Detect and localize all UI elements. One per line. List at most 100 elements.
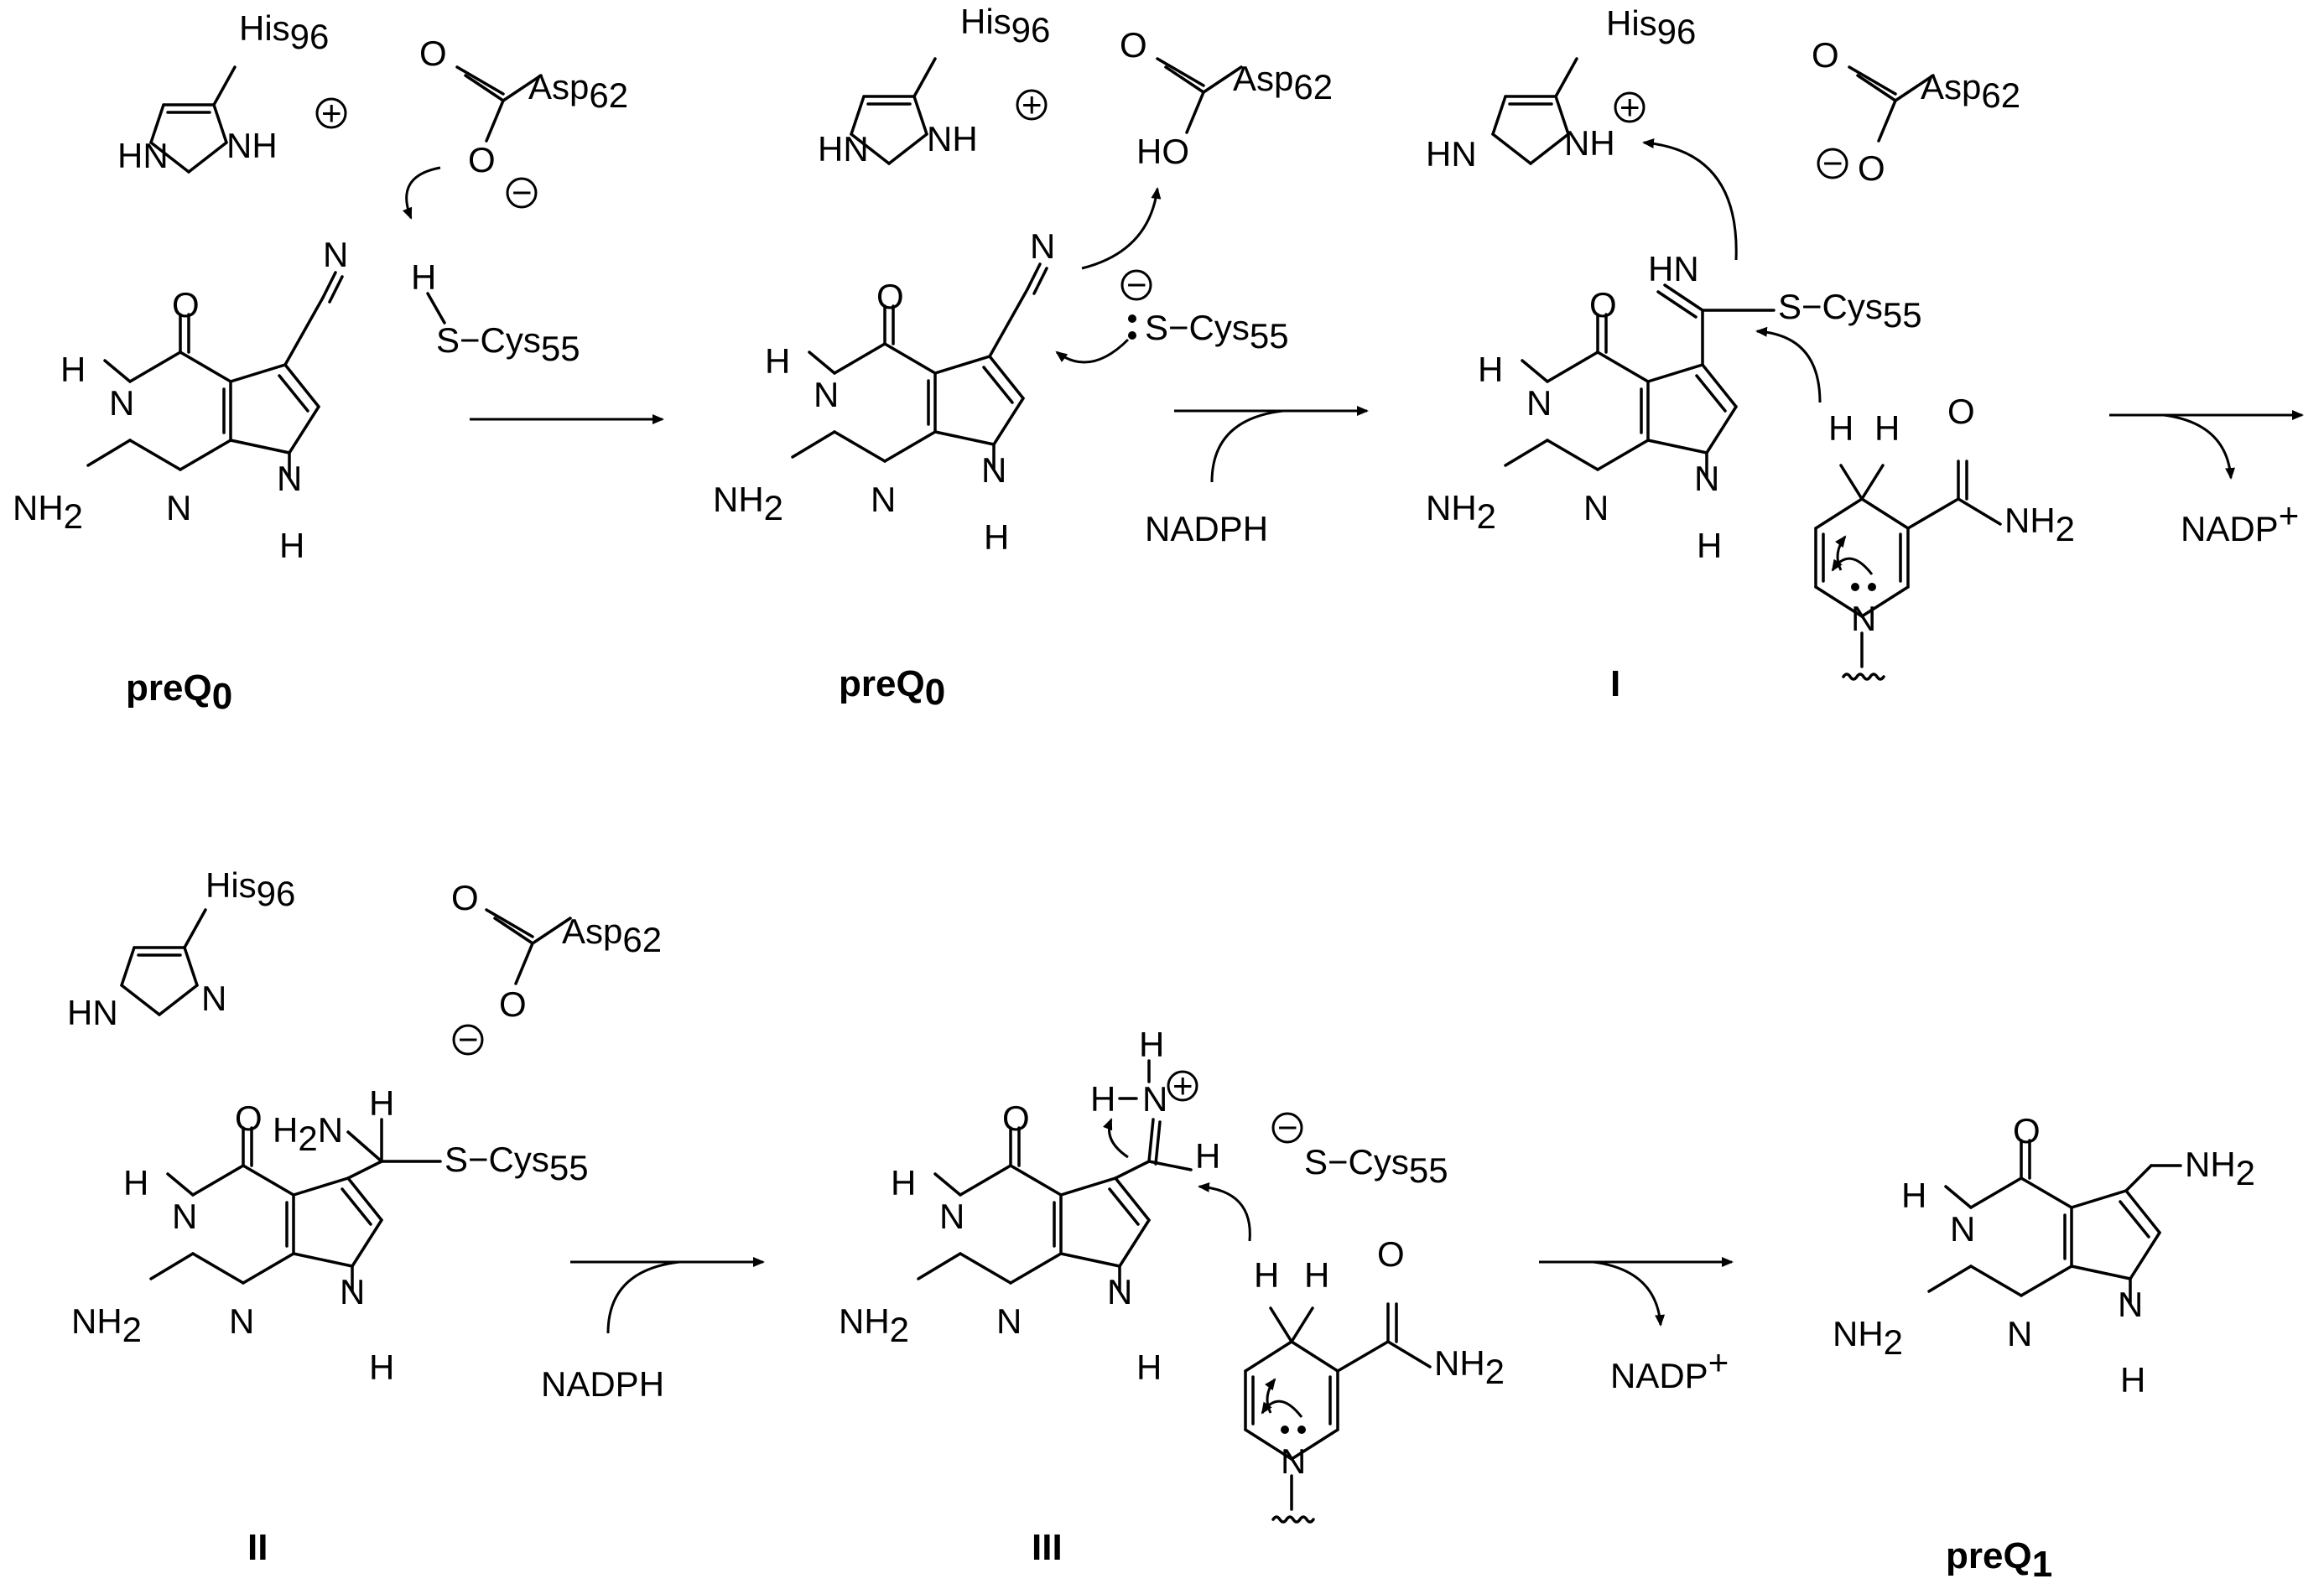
atom-label: H — [1828, 408, 1853, 448]
atom-label: N — [2007, 1314, 2032, 1353]
compound-label-III: III — [1032, 1527, 1063, 1568]
curved-arrow — [1055, 338, 1130, 364]
atom-label: H — [1136, 1348, 1162, 1387]
atom-label: O — [419, 34, 447, 73]
atom-label: S−Cys55 — [445, 1140, 589, 1187]
charge-sign: − — [1126, 265, 1147, 304]
lone-pair-dot — [1868, 583, 1876, 591]
atom-label: O — [1947, 392, 1975, 431]
atom-label: H — [984, 517, 1009, 557]
atom-label: O — [172, 285, 200, 325]
atom-label: H — [1304, 1255, 1329, 1295]
atom-label: H2N — [273, 1110, 343, 1158]
charge-sign: − — [1822, 143, 1843, 183]
compound-label-preq0-b: preQ0 — [839, 663, 945, 713]
atom-label: NH2 — [1434, 1343, 1505, 1391]
charge-sign: + — [321, 93, 342, 132]
atom-label: Asp62 — [1921, 67, 2020, 115]
positive-charge-icon — [1016, 89, 1048, 121]
atom-label: N — [1142, 1079, 1167, 1119]
atom-label: NH2 — [2004, 501, 2075, 548]
atom-label: S−Cys55 — [1778, 287, 1922, 335]
atom-label: N — [1107, 1272, 1132, 1311]
atom-label: N — [871, 480, 896, 519]
curved-arrow — [1198, 1182, 1251, 1242]
curved-arrow — [1831, 557, 1874, 575]
atom-label: His96 — [960, 2, 1050, 49]
atom-label: H — [1090, 1079, 1115, 1119]
atom-label: NH2 — [839, 1301, 909, 1349]
atom-label: N — [1281, 1441, 1306, 1481]
atom-label: N — [166, 488, 191, 527]
atom-label: Asp62 — [562, 911, 662, 959]
curved-arrow — [402, 166, 441, 220]
structure-preq0-second: His96 HN NH + O Asp62 HO O N H N N N H N… — [713, 2, 1333, 557]
curved-arrow — [1835, 535, 1847, 571]
atom-label: N — [229, 1301, 254, 1341]
atom-label: N — [1526, 383, 1552, 423]
atom-label: S−Cys55 — [436, 320, 580, 368]
charge-sign: − — [512, 173, 533, 212]
atom-label: O — [1377, 1234, 1405, 1274]
atom-label: HN — [1426, 134, 1477, 174]
atom-label: O — [1120, 25, 1147, 65]
atom-label: N — [201, 979, 226, 1018]
atom-label: N — [1030, 226, 1055, 266]
curved-arrow — [1081, 187, 1162, 270]
structure-intermediate-II: His96 HN N O Asp62 O − H2N H S−Cys55 O H… — [67, 865, 662, 1387]
negative-charge-icon — [1817, 148, 1848, 179]
atom-label: N — [109, 383, 134, 423]
atom-label: HN — [818, 129, 869, 169]
compound-label-preq0-a: preQ0 — [126, 667, 232, 717]
atom-label: His96 — [1606, 3, 1696, 51]
atom-label: O — [235, 1098, 263, 1138]
lone-pair-dot — [1297, 1426, 1306, 1434]
reaction-arrow-3: NADP+ — [2109, 410, 2304, 548]
negative-charge-icon — [452, 1024, 484, 1056]
positive-charge-icon — [1614, 91, 1646, 123]
atom-label: HN — [117, 136, 169, 175]
nadph-dihydropyridine-b: H H O NH2 N — [1244, 1234, 1505, 1524]
atom-label: Asp62 — [1233, 59, 1333, 106]
atom-label: H — [2120, 1360, 2145, 1400]
atom-label: Asp62 — [528, 67, 628, 115]
charge-sign: + — [1022, 85, 1042, 124]
atom-label: NH2 — [713, 480, 783, 527]
atom-label: N — [1694, 459, 1719, 498]
atom-label: O — [1812, 35, 1839, 75]
atom-label: NH2 — [13, 488, 83, 536]
lone-pair-dot — [1281, 1426, 1289, 1434]
atom-label: N — [172, 1197, 197, 1236]
atom-label: H — [1697, 526, 1722, 565]
structure-intermediate-III: H N H H + O H N N N H NH2 − S−Cys55 H H … — [839, 1025, 1505, 1524]
reaction-arrow-2: NADPH — [1145, 406, 1369, 548]
atom-label: N — [323, 235, 348, 274]
atom-label: NH2 — [1426, 488, 1496, 536]
atom-label: NH — [1564, 123, 1615, 163]
reaction-arrow-5: NADP+ — [1539, 1257, 1734, 1395]
atom-label: O — [1589, 285, 1617, 325]
atom-label: H — [891, 1163, 916, 1202]
curved-arrow — [1261, 1400, 1303, 1418]
lone-pair-dot — [1851, 583, 1859, 591]
atom-label: N — [277, 459, 302, 498]
atom-label: H — [1874, 408, 1900, 448]
imidazole-his96-a: His96 HN NH + — [117, 8, 347, 175]
structure-intermediate-I: His96 HN NH + O Asp62 − O HN S−Cys55 O H… — [1426, 3, 2075, 681]
atom-label: O — [468, 140, 496, 179]
atom-label: O — [2013, 1111, 2041, 1150]
atom-label: S−Cys55 — [1145, 308, 1289, 356]
atom-label: N — [814, 375, 839, 414]
atom-label: O — [451, 878, 479, 917]
atom-label: N — [340, 1272, 365, 1311]
atom-label: N — [996, 1301, 1022, 1341]
curved-arrow — [1265, 1378, 1276, 1414]
atom-label: O — [499, 984, 527, 1024]
negative-charge-icon — [1120, 269, 1152, 301]
reagent-label: NADPH — [1145, 509, 1268, 548]
atom-label: NH — [226, 126, 278, 165]
negative-charge-icon — [1271, 1112, 1303, 1144]
lone-pair-dot — [1128, 314, 1136, 323]
charge-sign: − — [1277, 1108, 1298, 1147]
atom-label: O — [1858, 148, 1885, 188]
